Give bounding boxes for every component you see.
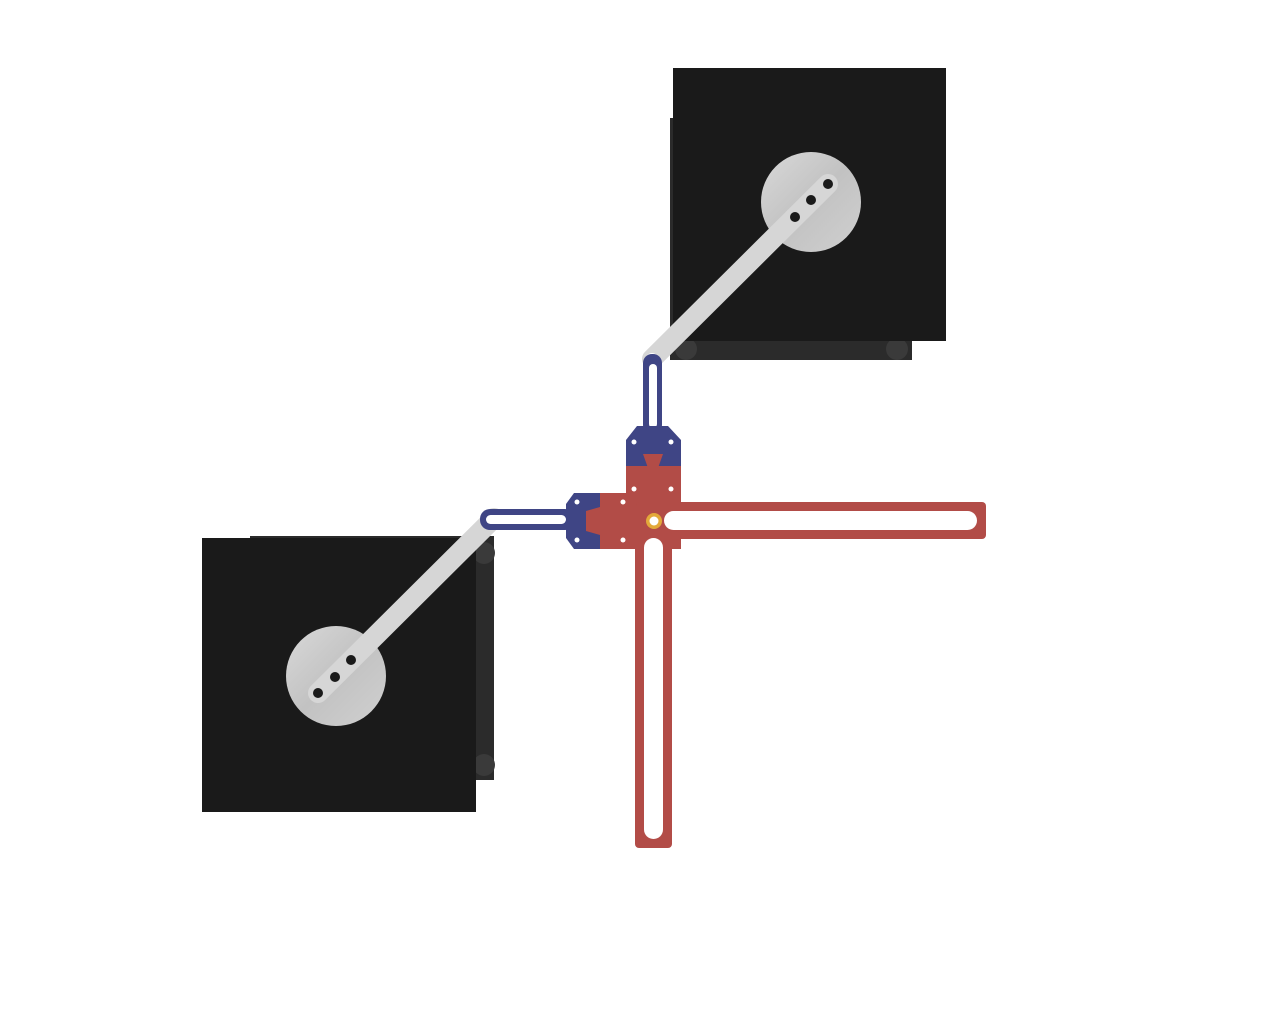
linkage-slot — [486, 515, 566, 524]
servo-foot — [473, 754, 495, 776]
frame-slot-right — [664, 511, 977, 530]
servo-bottom-left — [202, 508, 504, 812]
screw-hole — [668, 439, 674, 445]
servo-horn-arm — [642, 174, 838, 369]
horn-hole — [346, 655, 356, 665]
horn-hole — [823, 179, 833, 189]
screw-hole — [668, 486, 674, 492]
screw-hole — [620, 537, 626, 543]
servo-horn-arm — [308, 508, 504, 703]
screw-hole — [631, 439, 637, 445]
linkage-head — [566, 493, 600, 549]
screw-hole — [574, 499, 580, 505]
screw-hole — [620, 499, 626, 505]
dovetail-notch — [643, 454, 663, 468]
horn-hole — [313, 688, 323, 698]
linkage-horizontal — [480, 493, 600, 549]
servo-foot — [886, 338, 908, 360]
dovetail-notch — [586, 507, 600, 535]
plus-frame — [600, 466, 986, 848]
linkage-vertical — [626, 354, 681, 468]
horn-hole — [806, 195, 816, 205]
frame-slot-down — [644, 538, 663, 839]
servo-top-right — [642, 68, 946, 369]
pivot-bore — [649, 516, 659, 526]
horn-hole — [330, 672, 340, 682]
screw-hole — [631, 486, 637, 492]
linkage-head — [626, 426, 681, 468]
screw-hole — [574, 537, 580, 543]
linkage-slot — [649, 364, 657, 428]
horn-hole — [790, 212, 800, 222]
